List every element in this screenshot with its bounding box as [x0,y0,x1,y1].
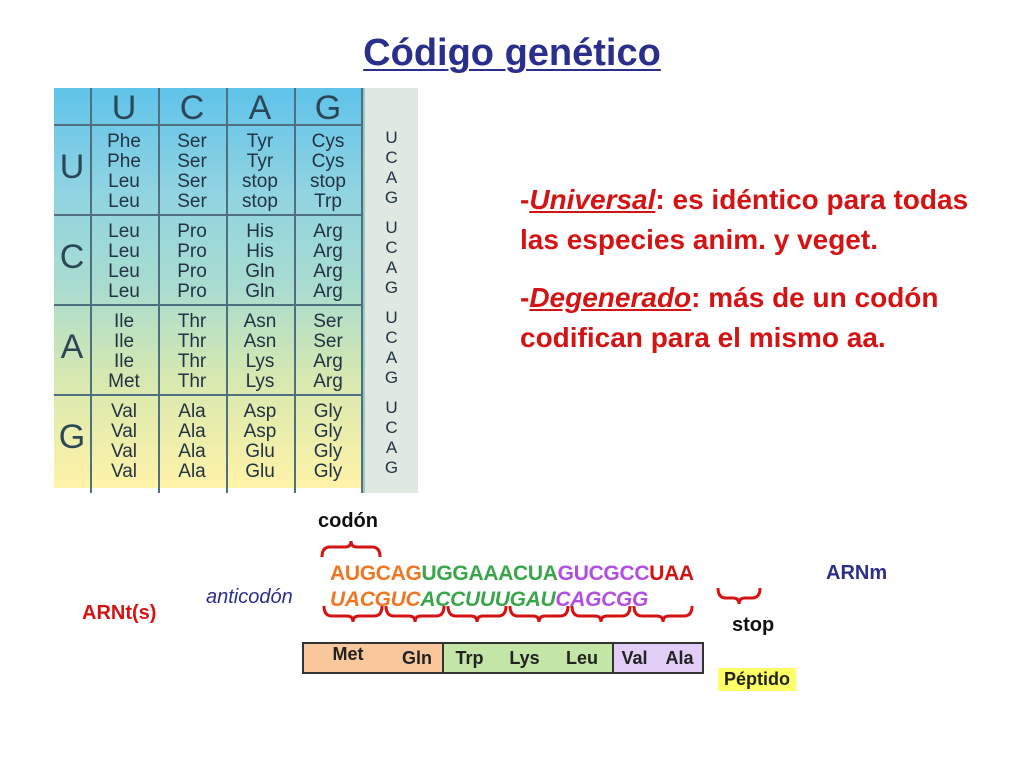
peptide-label: Péptido [718,668,796,691]
brace [632,605,694,623]
sequence-segment: AUGCAG [330,562,422,585]
brace [508,605,570,623]
peptide-divider [612,644,614,672]
slide-title: Código genético [363,32,661,74]
sequence-segment: GUCGCC [557,562,650,585]
codon-label: codón [318,510,378,532]
stop-label: stop [732,614,775,636]
second-base-g: G [314,89,342,127]
amino-acid-gln: Gln [392,644,442,672]
trna-label: ARNt(s) [82,602,157,624]
first-base-c: C [59,238,85,276]
amino-acid-val: Val [612,644,657,672]
peptide-divider [442,644,444,672]
table-gridline [158,88,160,493]
amino-acid-trp: Trp [442,644,497,672]
first-base-u: U [59,148,85,186]
bullet-universal: -Universal: es idéntico para todas las e… [520,184,969,255]
bullet-degenerado: -Degenerado: más de un codón codifican p… [520,282,939,353]
sequence-segment: ACCUUUGAU [420,588,556,611]
trna-sequence: UACGUCACCUUUGAUCAGCGG [330,588,648,612]
brace [322,605,384,623]
table-gridline [54,124,361,126]
bullet-list: -Universal: es idéntico para todas las e… [520,180,980,376]
table-gridline [54,214,361,216]
first-base-a: A [60,328,84,366]
amino-acid-lys: Lys [497,644,552,672]
amino-acid-met: Met [304,644,392,672]
table-gridline [361,88,363,493]
mrna-sequence: AUGCAGUGGAAACUAGUCGCCUAA [330,562,694,586]
amino-acid-leu: Leu [552,644,612,672]
table-gridline [54,394,361,396]
second-base-a: A [248,89,272,127]
mrna-label: ARNm [826,562,888,584]
brace [446,605,508,623]
second-base-u: U [111,89,137,127]
first-base-g: G [58,418,86,456]
sequence-segment: UGGAAACUA [421,562,558,585]
brace [384,605,446,623]
anticodon-label: anticodón [206,586,293,608]
amino-acid-ala: Ala [657,644,702,672]
brace [320,540,382,558]
term-universal: Universal [529,184,656,215]
brace [716,587,762,605]
sequence-segment: UACGUC [330,588,421,611]
table-gridline [294,88,296,493]
term-degenerado: Degenerado [529,282,692,313]
table-gridline [90,88,92,493]
sequence-segment: UAA [649,562,694,585]
brace [570,605,632,623]
table-gridline [226,88,228,493]
second-base-c: C [179,89,205,127]
table-gridline [54,304,361,306]
sequence-segment: CAGCGG [555,588,649,611]
